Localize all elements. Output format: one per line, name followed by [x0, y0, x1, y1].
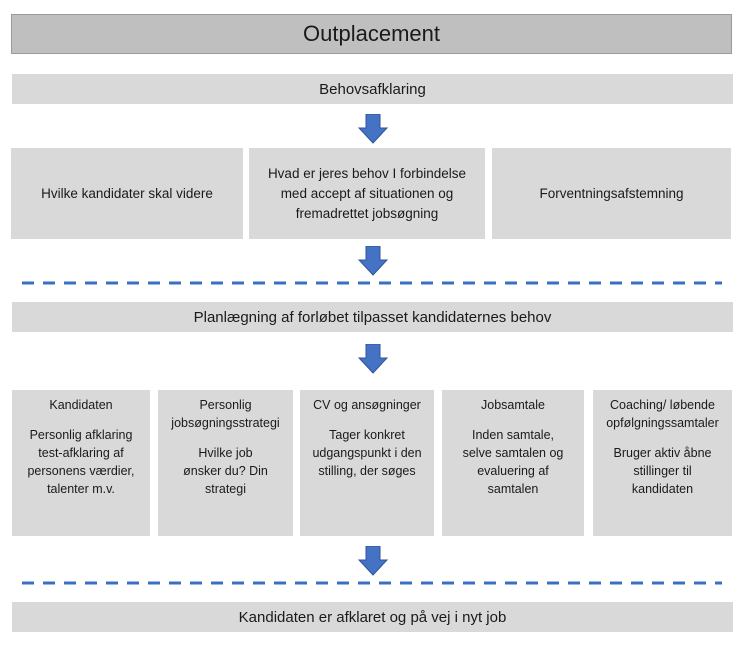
stage2-item-heading: Personlig jobsøgningsstrategi: [171, 398, 280, 430]
stage2-item-heading: Coaching/ løbende opfølgningssamtaler: [606, 398, 719, 430]
stage1-label: Behovsafklaring: [319, 80, 426, 98]
stage2-band: Planlægning af forløbet tilpasset kandid…: [12, 302, 733, 332]
stage1-band: Behovsafklaring: [12, 74, 733, 104]
down-arrow-icon: [358, 546, 388, 576]
stage2-item-body: Hvilke job ønsker du? Din strategi: [183, 446, 268, 496]
down-arrow-icon: [358, 114, 388, 144]
stage1-item-text: Forventningsafstemning: [539, 185, 684, 201]
stage1-item-text: Hvad er jeres behov I forbindelse med ac…: [267, 165, 467, 221]
dashed-separator: [22, 581, 722, 585]
stage2-item-heading: CV og ansøgninger: [313, 398, 421, 412]
stage2-label: Planlægning af forløbet tilpasset kandid…: [193, 308, 552, 326]
stage2-item: CV og ansøgninger Tager konkret udgangsp…: [300, 390, 434, 536]
result-label: Kandidaten er afklaret og på vej i nyt j…: [238, 608, 507, 626]
stage2-item: Personlig jobsøgningsstrategi Hvilke job…: [158, 390, 293, 536]
down-arrow-icon: [358, 246, 388, 276]
result-band: Kandidaten er afklaret og på vej i nyt j…: [12, 602, 733, 632]
stage2-item-body: Tager konkret udgangspunkt i den stillin…: [312, 428, 422, 478]
stage2-item: Coaching/ løbende opfølgningssamtaler Br…: [593, 390, 732, 536]
down-arrow-icon: [358, 344, 388, 374]
stage1-item: Hvad er jeres behov I forbindelse med ac…: [249, 148, 485, 239]
stage2-item-heading: Jobsamtale: [481, 398, 545, 412]
stage2-item-body: Personlig afklaring test-afklaring af pe…: [27, 428, 135, 496]
stage2-item-heading: Kandidaten: [49, 398, 113, 412]
diagram-title: Outplacement: [303, 21, 440, 46]
stage2-item: Kandidaten Personlig afklaring test-afkl…: [12, 390, 150, 536]
title-box: Outplacement: [11, 14, 732, 54]
stage2-item-body: Bruger aktiv åbne stillinger til kandida…: [613, 446, 712, 496]
stage1-item: Hvilke kandidater skal videre: [11, 148, 243, 239]
stage2-item: Jobsamtale Inden samtale, selve samtalen…: [442, 390, 584, 536]
dashed-separator: [22, 281, 722, 285]
stage1-item: Forventningsafstemning: [492, 148, 731, 239]
stage2-item-body: Inden samtale, selve samtalen og evaluer…: [462, 428, 564, 496]
stage1-item-text: Hvilke kandidater skal videre: [41, 185, 213, 201]
